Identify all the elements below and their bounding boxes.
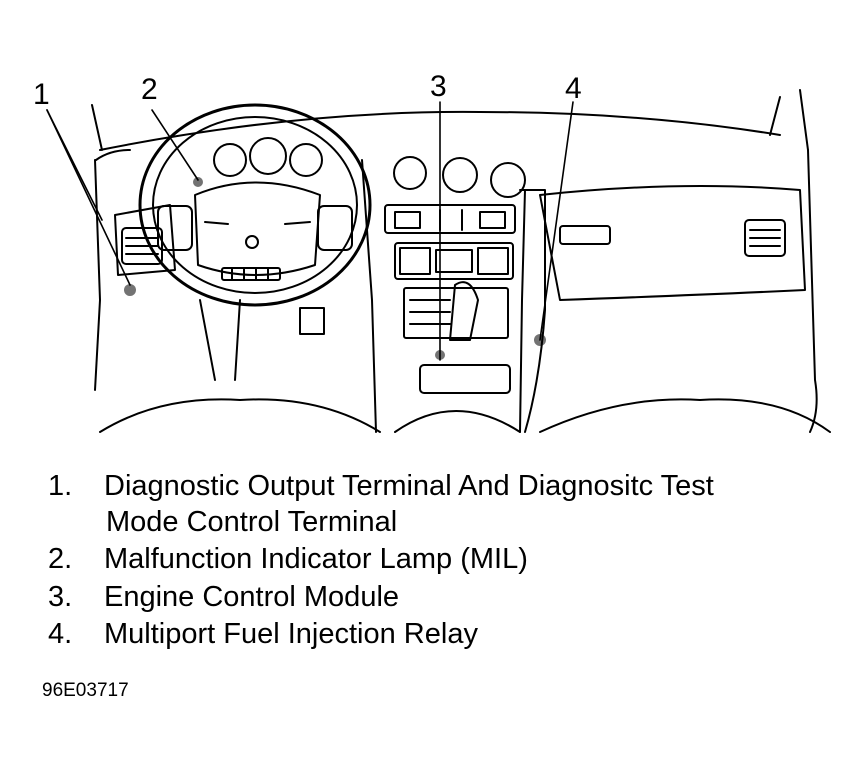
- legend-text: Engine Control Module: [104, 581, 400, 613]
- callout-3: 3: [430, 70, 447, 103]
- legend-text-continued: Mode Control Terminal: [106, 506, 398, 538]
- legend-text: Malfunction Indicator Lamp (MIL): [104, 543, 528, 575]
- callout-4: 4: [565, 72, 582, 105]
- figure-id: 96E03717: [42, 680, 129, 701]
- callout-2: 2: [141, 73, 158, 106]
- callout-1: 1: [33, 78, 50, 111]
- dashboard-illustration: [46, 89, 831, 433]
- legend-number: 2.: [48, 543, 73, 575]
- legend-text: Multiport Fuel Injection Relay: [104, 618, 478, 650]
- legend-text: Diagnostic Output Terminal And Diagnosit…: [104, 470, 714, 502]
- legend-number: 3.: [48, 581, 73, 613]
- legend-number: 1.: [48, 470, 73, 502]
- legend-number: 4.: [48, 618, 73, 650]
